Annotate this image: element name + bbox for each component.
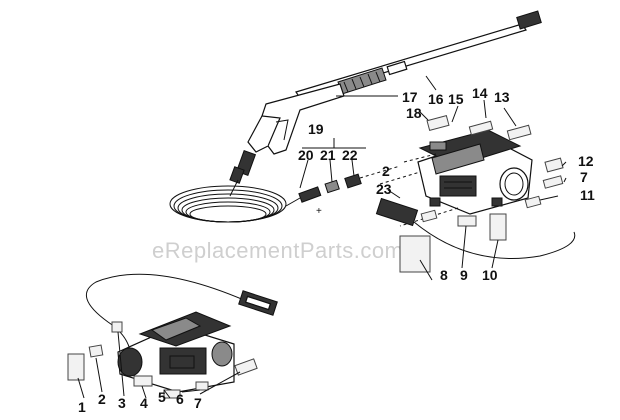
callout-4: 4 — [140, 395, 148, 411]
callout-14: 14 — [472, 85, 488, 101]
callout-21: 21 — [320, 147, 336, 163]
callout-12: 12 — [578, 153, 594, 169]
label-cards-lower — [67, 321, 258, 399]
callout-labels: 1 2 3 4 5 6 7 16 15 14 13 17 18 19 20 21… — [78, 85, 595, 415]
callout-15: 15 — [448, 91, 464, 107]
spray-gun — [229, 83, 345, 184]
pressure-washer-lower — [85, 273, 278, 393]
callout-6: 6 — [176, 391, 184, 407]
callout-19: 19 — [308, 121, 324, 137]
callout-8: 8 — [440, 267, 448, 283]
bracket-19 — [302, 138, 366, 149]
hose-coil — [169, 179, 322, 223]
callout-7-upper: 7 — [580, 169, 588, 185]
callout-16: 16 — [428, 91, 444, 107]
label-cards-upper — [399, 114, 564, 273]
callout-1: 1 — [78, 399, 86, 415]
callout-9: 9 — [460, 267, 468, 283]
svg-text:+: + — [316, 206, 322, 217]
callout-13: 13 — [494, 89, 510, 105]
callout-3: 3 — [118, 395, 126, 411]
callout-22: 22 — [342, 147, 358, 163]
callout-17: 17 — [402, 89, 418, 105]
callout-2: 2 — [98, 391, 106, 407]
callout-5: 5 — [158, 389, 166, 405]
hose-fittings: + — [316, 165, 401, 217]
callout-11: 11 — [580, 187, 595, 203]
callout-2-upper: 2 — [382, 163, 390, 179]
callout-23: 23 — [376, 181, 392, 197]
callout-7-lower: 7 — [194, 395, 202, 411]
wand-assembly — [295, 10, 542, 99]
leaders-upper — [336, 75, 567, 281]
watermark: eReplacementParts.com — [152, 238, 403, 263]
callout-20: 20 — [298, 147, 314, 163]
callout-10: 10 — [482, 267, 498, 283]
leaders-20-22 — [299, 159, 355, 189]
pressure-washer-upper — [417, 129, 533, 215]
callout-18: 18 — [406, 105, 422, 121]
power-cord-upper — [375, 197, 576, 259]
leaders-lower — [77, 331, 241, 399]
